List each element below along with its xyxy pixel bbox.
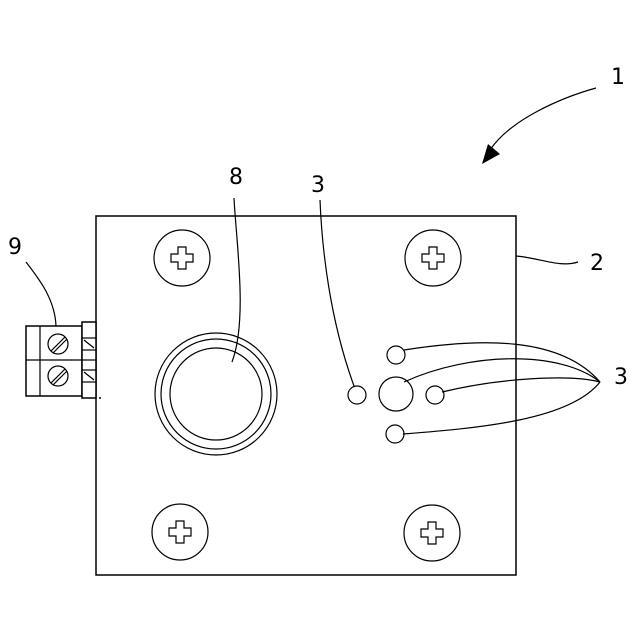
arrow-1-head bbox=[482, 144, 500, 164]
screw-bottom-left bbox=[152, 504, 208, 560]
label-holes-right: 3 bbox=[614, 365, 628, 390]
label-plate: 2 bbox=[590, 251, 604, 276]
hole-top bbox=[387, 346, 405, 364]
label-holes-top: 3 bbox=[311, 173, 325, 198]
leader-line-3-a bbox=[404, 343, 600, 382]
leader-line-3-d bbox=[403, 382, 600, 434]
leader-line-2 bbox=[516, 256, 578, 264]
label-terminal: 9 bbox=[8, 235, 22, 260]
hole-group bbox=[348, 346, 444, 443]
hole-bottom bbox=[386, 425, 404, 443]
edge-mark bbox=[99, 397, 101, 399]
label-device: 1 bbox=[611, 65, 625, 90]
leader-line-3-c bbox=[442, 378, 600, 392]
arrow-1 bbox=[490, 88, 596, 150]
label-sensor: 8 bbox=[229, 165, 243, 190]
base-plate bbox=[96, 216, 516, 575]
hole-right bbox=[426, 386, 444, 404]
screw-bottom-right bbox=[404, 505, 460, 561]
leader-line-9 bbox=[26, 262, 56, 326]
hole-center bbox=[379, 377, 413, 411]
screw-top-right bbox=[405, 230, 461, 286]
terminal-block bbox=[26, 322, 96, 398]
hole-left bbox=[348, 386, 366, 404]
sensor-ring bbox=[155, 333, 277, 455]
screw-top-left bbox=[154, 230, 210, 286]
leader-line-3-top bbox=[320, 200, 354, 386]
